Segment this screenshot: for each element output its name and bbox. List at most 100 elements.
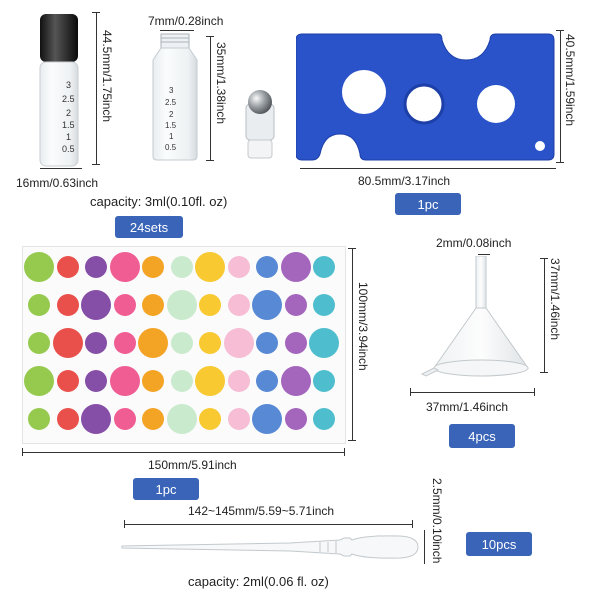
sticker-dot [24, 252, 54, 282]
small-bottle-top-line [160, 30, 194, 31]
opener-tool-illustration [295, 33, 555, 161]
opener-tool-height-line [560, 30, 561, 162]
sticker-sheet-width-line [22, 452, 344, 453]
sticker-dot [24, 366, 54, 396]
sticker-dot [256, 256, 278, 278]
opener-tool-width-label: 80.5mm/3.17inch [358, 174, 451, 188]
scale-mark: 0.5 [62, 144, 75, 154]
dimension-tick [348, 248, 356, 249]
roller-bottle-width-label: 16mm/0.63inch [16, 176, 99, 190]
pipette [120, 532, 420, 562]
sticker-dot [166, 404, 197, 434]
sticker-dot [170, 370, 193, 392]
scale-mark: 3 [66, 80, 72, 90]
sticker-dot [142, 294, 164, 316]
small-bottle-top-label: 7mm/0.28inch [148, 14, 224, 28]
dimension-tick [206, 36, 214, 37]
pipette-illustration [121, 535, 419, 559]
pipette-diameter-label: 2.5mm/0.10inch [430, 478, 444, 564]
opener-tool-qty-badge: 1pc [395, 193, 461, 215]
sticker-dot [113, 332, 136, 354]
dimension-tick [206, 160, 214, 161]
sticker-dot [280, 366, 311, 396]
sticker-dot [81, 290, 111, 320]
sticker-sheet-width-label: 150mm/5.91inch [148, 458, 237, 472]
funnel-qty-badge: 4pcs [449, 424, 515, 448]
dimension-tick [556, 30, 564, 31]
sticker-dot [313, 370, 335, 392]
sticker-dot [252, 290, 282, 320]
sticker-dot [223, 328, 254, 358]
dimension-tick [92, 12, 100, 13]
sticker-dot [227, 256, 250, 278]
funnel [420, 255, 540, 386]
sticker-dot [109, 366, 140, 396]
dimension-tick [534, 388, 535, 396]
sticker-dot [313, 256, 335, 278]
pipette-diameter-line [424, 530, 425, 564]
scale-mark: 1 [66, 132, 72, 142]
dimension-tick [412, 520, 413, 528]
sticker-dot [227, 370, 250, 392]
sticker-dot [280, 252, 311, 282]
sticker-dot [309, 328, 339, 358]
roller-bottle [34, 10, 84, 170]
roller-bottle-height-line [96, 12, 97, 164]
dimension-tick [124, 520, 125, 528]
sticker-dot [28, 408, 50, 430]
sticker-dot [85, 370, 107, 392]
dimension-tick [540, 372, 548, 373]
scale-mark: 2.5 [165, 98, 177, 107]
sticker-dot [52, 328, 83, 358]
sticker-dot [284, 294, 307, 316]
scale-mark: 3 [169, 86, 174, 95]
sticker-dot [56, 294, 79, 316]
dimension-tick [410, 388, 411, 396]
sticker-dot [256, 332, 278, 354]
scale-mark: 2 [169, 110, 174, 119]
sticker-sheet-height-line [352, 248, 353, 440]
small-bottle-illustration [152, 33, 198, 161]
sticker-sheet-qty-badge: 1pc [133, 478, 199, 500]
sticker-dot [284, 408, 307, 430]
funnel-width-line [410, 392, 534, 393]
roller-bottle-illustration [39, 14, 79, 167]
pipette-length-line [124, 524, 412, 525]
funnel-top-label: 2mm/0.08inch [436, 236, 512, 250]
sticker-dot [142, 408, 164, 430]
sticker-dot [81, 404, 111, 434]
sticker-dot [142, 256, 164, 278]
dimension-tick [22, 448, 23, 456]
funnel-illustration [420, 255, 529, 377]
sticker-dot [56, 408, 79, 430]
sticker-dot [313, 408, 335, 430]
sticker-dot [138, 328, 168, 358]
opener-tool [295, 30, 556, 164]
sticker-dot [109, 252, 140, 282]
pipette-qty-badge: 10pcs [466, 532, 532, 556]
sticker-dot [28, 332, 50, 354]
dimension-tick [540, 258, 548, 259]
sticker-dot [227, 408, 250, 430]
sticker-dot [256, 370, 278, 392]
sticker-dot [195, 252, 225, 282]
scale-mark: 1 [169, 132, 174, 141]
dimension-tick [92, 164, 100, 165]
funnel-top-line [478, 254, 490, 255]
sticker-dot [199, 332, 221, 354]
sticker-dot [284, 332, 307, 354]
small-bottle-height-line [210, 36, 211, 160]
sticker-dot [199, 408, 221, 430]
funnel-height-label: 37mm/1.46inch [548, 258, 562, 341]
opener-tool-width-line [300, 168, 556, 169]
roller-ball-insert [240, 88, 280, 160]
sticker-dot [227, 294, 250, 316]
dimension-tick [344, 448, 345, 456]
sticker-dot [252, 404, 282, 434]
sticker-dot [28, 294, 50, 316]
sticker-dot [195, 366, 225, 396]
sticker-sheet [22, 246, 346, 444]
dimension-tick [348, 440, 356, 441]
pipette-length-label: 142~145mm/5.59~5.71inch [188, 504, 335, 518]
sticker-dot [313, 294, 335, 316]
